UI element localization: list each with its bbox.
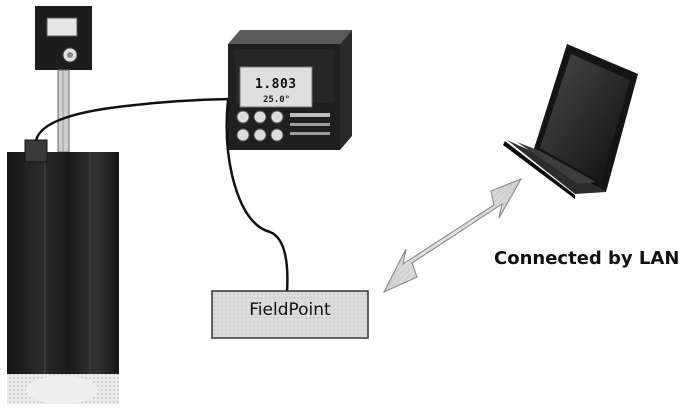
controller-display-main: 1.803 xyxy=(255,77,297,92)
lan-connection-label: Connected by LAN xyxy=(494,248,680,269)
laptop-icon xyxy=(503,44,638,199)
controller-display-sub: 25.0° xyxy=(263,95,291,105)
fieldpoint-label: FieldPoint xyxy=(249,300,331,320)
double-arrow-icon xyxy=(382,177,523,294)
controller-cable xyxy=(225,99,289,293)
controller-unit-icon xyxy=(228,30,352,150)
sensor-head-icon xyxy=(35,6,92,70)
fieldpoint-module-icon xyxy=(211,290,369,339)
sensor-rod xyxy=(57,69,70,153)
probe-connector xyxy=(24,139,48,163)
tank-column-icon xyxy=(7,152,119,404)
probe-cable xyxy=(34,97,231,142)
